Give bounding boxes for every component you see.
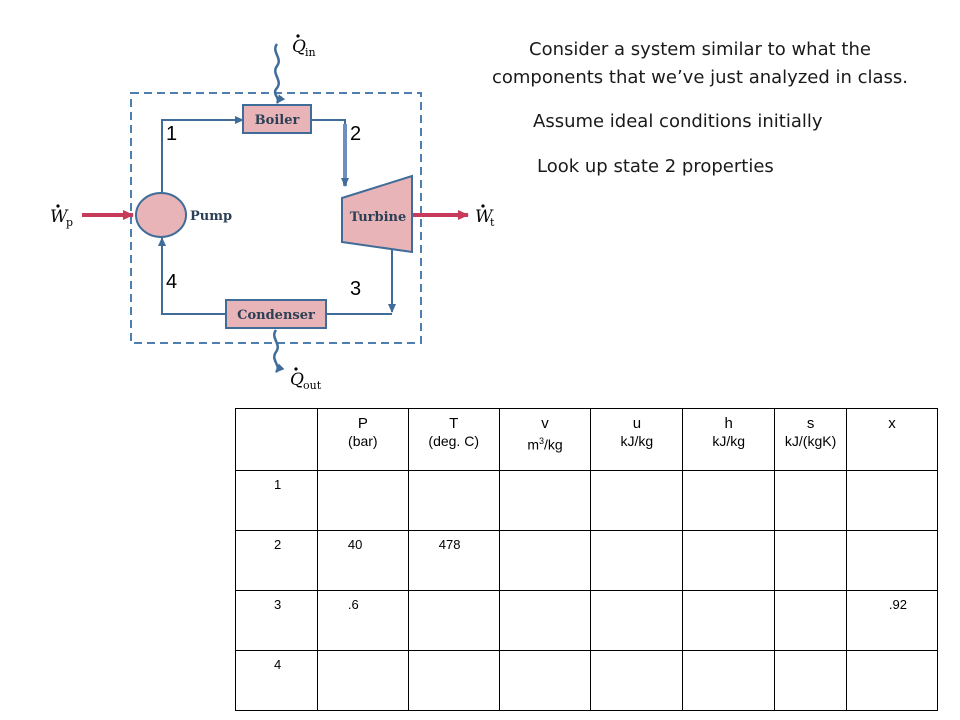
temperature-cell <box>407 470 500 531</box>
heat-in-arrow <box>273 43 286 104</box>
state-properties-table: P (bar) T (deg. C) v m3/kg u kJ/kg h kJ/… <box>235 408 938 711</box>
pipe-boiler-to-turbine <box>311 119 346 182</box>
turbine-label: Turbine <box>350 210 407 225</box>
pipe-pump-to-boiler <box>161 116 244 192</box>
table-row: 3 .6 .92 <box>235 590 938 651</box>
w-t-subscript: t <box>490 216 495 229</box>
enthalpy-cell <box>682 650 776 711</box>
header-volume-unit-post: /kg <box>544 436 563 453</box>
header-specific-volume: v m3/kg <box>498 408 592 471</box>
header-s-unit: kJ/(kgK) <box>784 433 837 449</box>
header-internal-energy: u kJ/kg <box>590 408 684 471</box>
state-cell: 2 <box>235 530 318 591</box>
header-h-unit: kJ/kg <box>712 433 746 449</box>
header-s-symbol: s <box>806 415 815 432</box>
q-in-symbol: Q <box>292 37 306 57</box>
state-label-2: 2 <box>350 123 361 145</box>
temperature-cell <box>407 590 500 651</box>
state-label-3: 3 <box>350 278 361 300</box>
table-header-row: P (bar) T (deg. C) v m3/kg u kJ/kg h kJ/… <box>235 408 938 471</box>
turbine-shape <box>341 174 413 254</box>
quality-cell: .92 <box>846 590 938 651</box>
table-row: 4 <box>235 650 938 711</box>
internal-energy-cell <box>590 650 684 711</box>
quality-cell <box>846 650 938 711</box>
internal-energy-cell <box>590 470 684 531</box>
header-temperature-symbol: T <box>449 415 459 432</box>
enthalpy-cell <box>682 470 776 531</box>
header-state <box>235 408 318 471</box>
pressure-cell: .6 <box>316 590 409 651</box>
rankine-cycle-diagram: Boiler Turbine Condenser Pump Q in Q out… <box>50 34 495 392</box>
enthalpy-cell <box>682 530 776 591</box>
quality-cell <box>846 470 938 531</box>
pressure-cell: 40 <box>316 530 409 591</box>
header-temperature: T (deg. C) <box>407 408 500 471</box>
internal-energy-cell <box>590 590 684 651</box>
table-row: 2 40 478 <box>235 530 938 591</box>
header-temperature-unit: (deg. C) <box>428 433 479 449</box>
header-entropy: s kJ/(kgK) <box>774 408 848 471</box>
condenser-label: Condenser <box>237 308 315 323</box>
temperature-cell: 478 <box>407 530 500 591</box>
pressure-cell <box>316 470 409 531</box>
w-p-symbol: W <box>50 207 69 227</box>
pressure-cell <box>316 650 409 711</box>
w-t-dot <box>481 204 485 208</box>
w-p-dot <box>56 204 60 208</box>
header-volume-unit-sup: 3 <box>539 436 545 446</box>
condenser-box <box>225 299 327 329</box>
pipe-condenser-to-pump <box>158 237 226 315</box>
entropy-cell <box>774 650 848 711</box>
header-x-symbol: x <box>888 415 896 432</box>
state-cell: 1 <box>235 470 318 531</box>
w-p-subscript: p <box>66 216 73 229</box>
header-pressure: P (bar) <box>316 408 409 471</box>
q-in-dot <box>296 34 300 38</box>
state-label-4: 4 <box>166 271 177 293</box>
volume-cell <box>498 650 592 711</box>
header-pressure-symbol: P <box>357 415 368 432</box>
entropy-cell <box>774 470 848 531</box>
quality-cell <box>846 530 938 591</box>
enthalpy-cell <box>682 590 776 651</box>
header-h-symbol: h <box>724 415 733 432</box>
temperature-cell <box>407 650 500 711</box>
header-volume-symbol: v <box>541 415 549 432</box>
volume-cell <box>498 530 592 591</box>
state-label-1: 1 <box>166 123 177 145</box>
header-quality: x <box>846 408 938 471</box>
header-volume-unit-pre: m <box>527 436 540 453</box>
header-pressure-unit: (bar) <box>348 433 378 449</box>
table-row: 1 <box>235 470 938 531</box>
q-out-dot <box>294 367 298 371</box>
instruction-text: Look up state 2 properties <box>537 156 774 177</box>
volume-cell <box>498 590 592 651</box>
volume-cell <box>498 470 592 531</box>
state-cell: 4 <box>235 650 318 711</box>
boiler-label: Boiler <box>255 113 300 128</box>
q-out-subscript: out <box>303 379 322 392</box>
header-u-symbol: u <box>632 415 642 432</box>
problem-statement-line-1: Consider a system similar to what the <box>529 39 871 60</box>
state-cell: 3 <box>235 590 318 651</box>
w-t-symbol: W <box>475 207 494 227</box>
header-u-unit: kJ/kg <box>620 433 654 449</box>
internal-energy-cell <box>590 530 684 591</box>
heat-out-arrow <box>273 329 285 373</box>
pump-circle <box>135 192 187 238</box>
boiler-box <box>242 104 312 134</box>
entropy-cell <box>774 530 848 591</box>
header-volume-unit: m3/kg <box>500 432 591 454</box>
header-enthalpy: h kJ/kg <box>682 408 776 471</box>
pump-label: Pump <box>190 209 232 224</box>
q-in-subscript: in <box>305 46 316 59</box>
entropy-cell <box>774 590 848 651</box>
problem-statement-line-2: components that we’ve just analyzed in c… <box>491 67 909 88</box>
assumption-text: Assume ideal conditions initially <box>533 111 823 132</box>
q-out-symbol: Q <box>290 370 304 390</box>
